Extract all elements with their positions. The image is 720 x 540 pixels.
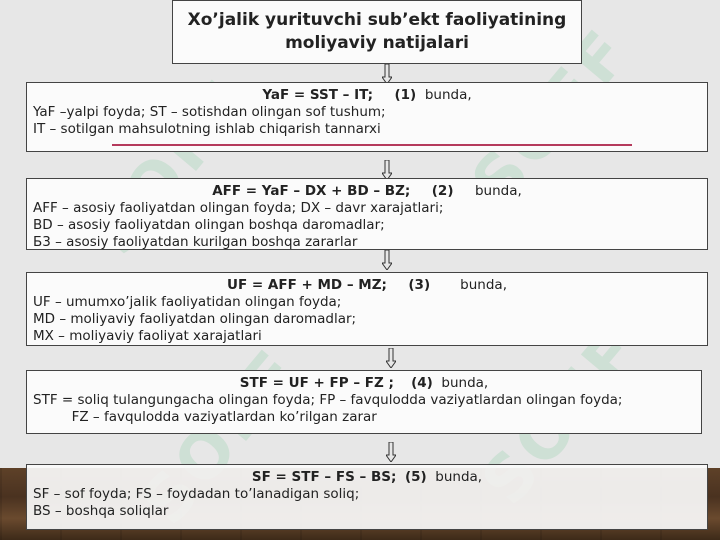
formula: SF = STF – FS – BS;	[251, 469, 397, 485]
formula-number: (1)	[394, 87, 417, 103]
formula-number: (4)	[411, 375, 433, 391]
slide-title-box: Xo’jalik yurituvchi sub’ekt faoliyatinin…	[172, 0, 582, 64]
definition-line: STF = soliq tulangungacha olingan foyda;…	[33, 392, 623, 408]
formula: YaF = SST – IT;	[262, 87, 374, 103]
definition-line: Б3 – asosiy faoliyatdan kurilgan boshqa …	[33, 234, 358, 250]
formula-suffix: bunda,	[460, 277, 507, 293]
formula-number: (5)	[404, 469, 427, 485]
formula-suffix: bunda,	[424, 87, 472, 103]
formula-block-5: SF = STF – FS – BS; (5) bunda, SF – sof …	[26, 464, 708, 530]
formula-block-1: YaF = SST – IT; (1) bunda, YaF –yalpi fo…	[26, 82, 708, 152]
formula-line: SF = STF – FS – BS; (5) bunda,	[27, 465, 707, 486]
down-arrow-icon	[382, 250, 392, 270]
down-arrow-icon	[386, 348, 396, 368]
formula-line: AFF = YaF – DX + BD – BZ; (2) bunda,	[27, 179, 707, 200]
formula-line: STF = UF + FP – FZ ; (4) bunda,	[27, 371, 701, 392]
formula-line: UF = AFF + MD – MZ; (3) bunda,	[27, 273, 707, 294]
formula-block-4: STF = UF + FP – FZ ; (4) bunda, STF = so…	[26, 370, 702, 434]
definition-line: SF – sof foyda; FS – foydadan to’lanadig…	[33, 486, 360, 502]
definition-line: YaF –yalpi foyda; ST – sotishdan olingan…	[33, 104, 386, 120]
formula-number: (3)	[408, 277, 431, 293]
formula-number: (2)	[431, 183, 454, 199]
slide-title-line2: moliyaviy natijalari	[285, 33, 469, 53]
definition-line: FZ – favqulodda vaziyatlardan ko’rilgan …	[33, 409, 377, 425]
formula: AFF = YaF – DX + BD – BZ;	[212, 183, 411, 199]
formula: STF = UF + FP – FZ ;	[239, 375, 394, 391]
down-arrow-icon	[386, 442, 396, 462]
definition-line: UF – umumxo’jalik faoliyatidan olingan f…	[33, 294, 342, 310]
red-underline	[112, 144, 632, 146]
down-arrow-icon	[382, 64, 392, 84]
formula-suffix: bunda,	[474, 183, 522, 199]
definition-line: BD – asosiy faoliyatdan olingan boshqa d…	[33, 217, 385, 233]
formula-line: YaF = SST – IT; (1) bunda,	[27, 83, 707, 104]
formula-block-3: UF = AFF + MD – MZ; (3) bunda, UF – umum…	[26, 272, 708, 346]
down-arrow-icon	[382, 160, 392, 180]
definition-line: BS – boshqa soliqlar	[33, 503, 169, 519]
definition-line: AFF – asosiy faoliyatdan olingan foyda; …	[33, 200, 444, 216]
slide-title-line1: Xo’jalik yurituvchi sub’ekt faoliyatinin…	[187, 10, 567, 30]
definition-line: IT – sotilgan mahsulotning ishlab chiqar…	[33, 121, 381, 137]
definition-line: MX – moliyaviy faoliyat xarajatlari	[33, 328, 262, 344]
formula-suffix: bunda,	[441, 375, 489, 391]
formula-block-2: AFF = YaF – DX + BD – BZ; (2) bunda, AFF…	[26, 178, 708, 250]
formula: UF = AFF + MD – MZ;	[227, 277, 387, 293]
definition-line: MD – moliyaviy faoliyatdan olingan darom…	[33, 311, 357, 327]
formula-suffix: bunda,	[435, 469, 483, 485]
